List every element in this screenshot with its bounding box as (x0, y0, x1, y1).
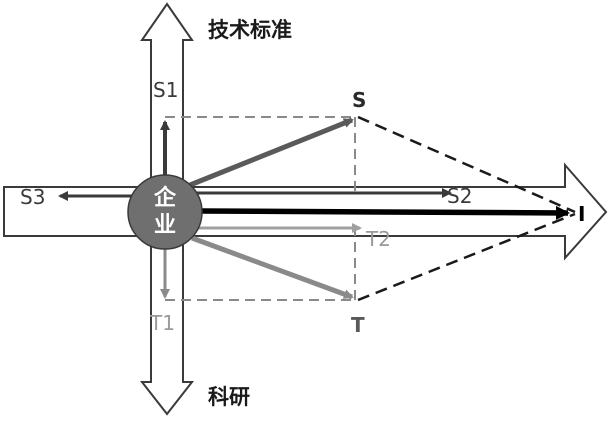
arrow-to-t (191, 235, 354, 300)
label-t1: T1 (149, 311, 175, 335)
label-s: S (352, 88, 366, 112)
label-s2: S2 (447, 184, 472, 208)
node-char-1: 企 (153, 185, 177, 211)
label-i: I (578, 202, 585, 226)
label-s1: S1 (153, 78, 178, 102)
top-label: 技术标准 (208, 18, 292, 42)
enterprise-node (127, 174, 203, 250)
arrow-to-s (189, 117, 354, 188)
bottom-label: 科研 (208, 385, 250, 409)
label-s3: S3 (20, 185, 45, 209)
dash-t-to-i (357, 212, 576, 302)
label-t2: T2 (365, 227, 391, 251)
arrow-to-i (199, 205, 570, 220)
dash-s-to-i (357, 115, 576, 214)
label-t: T (351, 313, 365, 337)
node-char-2: 业 (154, 213, 176, 238)
